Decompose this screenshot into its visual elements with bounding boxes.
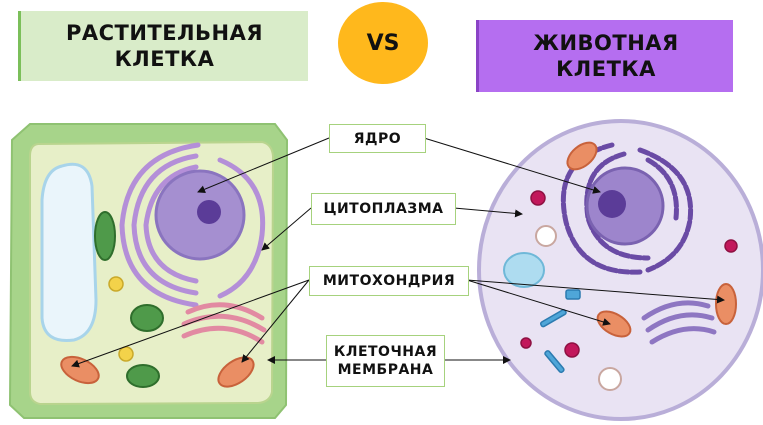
label-cytoplasm: ЦИТОПЛАЗМА [311, 193, 456, 225]
plant-mitochondria [60, 355, 255, 388]
animal-cell [477, 119, 763, 421]
animal-cell-title-text: ЖИВОТНАЯ КЛЕТКА [533, 31, 679, 81]
plant-cell [8, 123, 289, 419]
label-cytoplasm-text: ЦИТОПЛАЗМА [323, 201, 444, 217]
label-cell-membrane: КЛЕТОЧНАЯ МЕМБРАНА [326, 335, 445, 387]
plant-cell-title-text: РАСТИТЕЛЬНАЯ КЛЕТКА [65, 21, 264, 71]
label-cell-membrane-text: КЛЕТОЧНАЯ МЕМБРАНА [333, 344, 438, 378]
plant-er [119, 142, 266, 308]
label-mitochondria: МИТОХОНДРИЯ [309, 266, 469, 296]
animal-vesicles [535, 225, 622, 391]
connector-arrows [71, 137, 725, 368]
animal-cell-title: ЖИВОТНАЯ КЛЕТКА [476, 20, 733, 92]
animal-mitochondria [566, 141, 737, 338]
plant-golgi [181, 302, 267, 345]
plant-vacuole [40, 162, 98, 343]
animal-lysosomes [520, 190, 738, 358]
plant-granules [108, 276, 134, 362]
animal-nucleolus [598, 190, 626, 218]
plant-cell-title: РАСТИТЕЛЬНАЯ КЛЕТКА [18, 11, 308, 81]
plant-nucleolus [197, 200, 221, 224]
label-nucleus-text: ЯДРО [353, 130, 402, 147]
vs-text: VS [366, 30, 400, 56]
animal-vacuole [503, 252, 545, 288]
plant-chloroplasts [94, 211, 164, 388]
animal-golgi [641, 300, 717, 345]
vs-badge: VS [338, 2, 428, 84]
label-nucleus: ЯДРО [329, 124, 426, 153]
animal-centrosome [539, 289, 581, 374]
label-mitochondria-text: МИТОХОНДРИЯ [322, 273, 456, 289]
